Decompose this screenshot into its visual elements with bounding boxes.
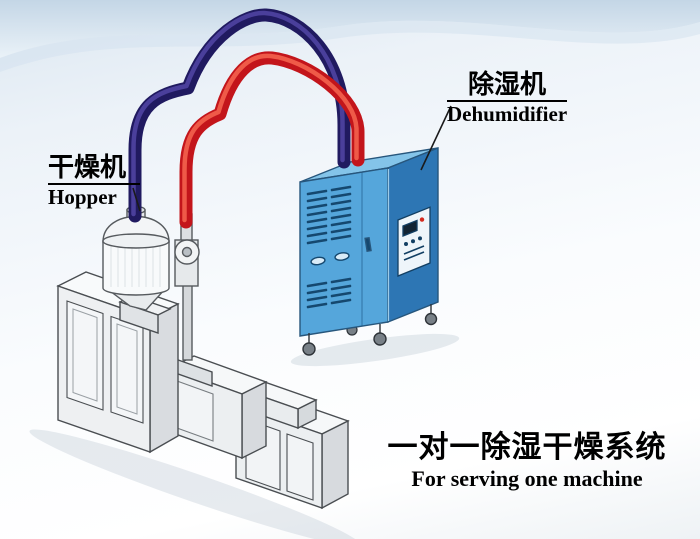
navy-pipe-highlight	[131, 10, 345, 217]
leader-lines	[132, 105, 452, 212]
hopper-leader-line	[132, 187, 141, 212]
cabinet-shadow	[290, 333, 460, 367]
left-cabinet-door-2	[110, 315, 144, 424]
vent-grid-lower-left	[306, 281, 328, 309]
pilot-lamp-red	[419, 217, 425, 222]
vent-grid-upper-left	[306, 189, 328, 245]
panel-knob-2	[411, 239, 415, 244]
right-section-side	[321, 419, 349, 510]
dehumidifier-label-rule	[447, 100, 567, 103]
red-supply-pipe	[179, 51, 365, 229]
extruder-machine	[56, 205, 350, 510]
vent-grid-lower-right	[330, 277, 352, 305]
hopper-label-rule	[48, 183, 140, 186]
machine-left-cabinet	[56, 271, 180, 454]
dehumidifier-label-en: Dehumidifier	[447, 102, 568, 127]
navy-return-pipe	[128, 8, 351, 223]
panel-slots	[403, 245, 425, 261]
hopper-body	[102, 240, 170, 296]
front-door-handle	[364, 236, 372, 253]
control-panel	[397, 206, 431, 277]
dehumidifier-label-cn: 除湿机	[467, 69, 546, 99]
hopper-dryer	[102, 205, 170, 311]
hopper-label-en: Hopper	[48, 185, 117, 210]
dehumidifier-label: 除湿机 Dehumidifier	[447, 70, 567, 126]
caster-wheel-front-right	[373, 332, 387, 346]
background-wave-band-2	[0, 20, 700, 72]
hopper-body-ribs	[110, 245, 161, 287]
caster-wheels	[302, 304, 438, 356]
caster-wheel-front-left	[302, 342, 316, 356]
left-cabinet-door-1	[66, 300, 104, 411]
left-cabinet-door-1-inner	[72, 308, 98, 402]
background-wave	[0, 0, 700, 72]
caption-en: For serving one machine	[411, 466, 643, 492]
blower-down-pipe	[182, 281, 193, 361]
front-oval-left	[310, 256, 326, 266]
blower-unit	[174, 213, 200, 361]
cabinet-front-face	[299, 167, 389, 337]
dehumidifier-cabinet	[299, 146, 439, 356]
panel-knob-1	[404, 242, 408, 246]
hopper-pedestal-front	[119, 301, 159, 334]
dehumidifier-leader-line	[420, 105, 452, 171]
hopper-label-cn: 干燥机	[48, 152, 127, 182]
pipes	[128, 8, 365, 229]
caption-cn: 一对一除湿干燥系统	[387, 431, 667, 464]
mid-section-side	[241, 380, 267, 460]
machine-shadow	[29, 429, 361, 539]
control-panel-display	[402, 219, 418, 237]
front-oval-right	[334, 252, 350, 261]
caster-wheel-back-right	[424, 312, 438, 326]
right-section-door-right	[286, 433, 314, 501]
hopper-label: 干燥机 Hopper	[48, 153, 140, 209]
panel-knob-3	[418, 236, 422, 241]
background-wave-band-1	[0, 0, 700, 58]
red-pipe-highlight	[182, 53, 359, 223]
blower-fan-hub	[181, 246, 193, 258]
vent-grid-upper-right	[330, 185, 352, 241]
hopper-top-rim	[102, 233, 170, 249]
caption: 一对一除湿干燥系统 For serving one machine	[381, 431, 673, 492]
left-cabinet-door-2-inner	[116, 323, 138, 415]
